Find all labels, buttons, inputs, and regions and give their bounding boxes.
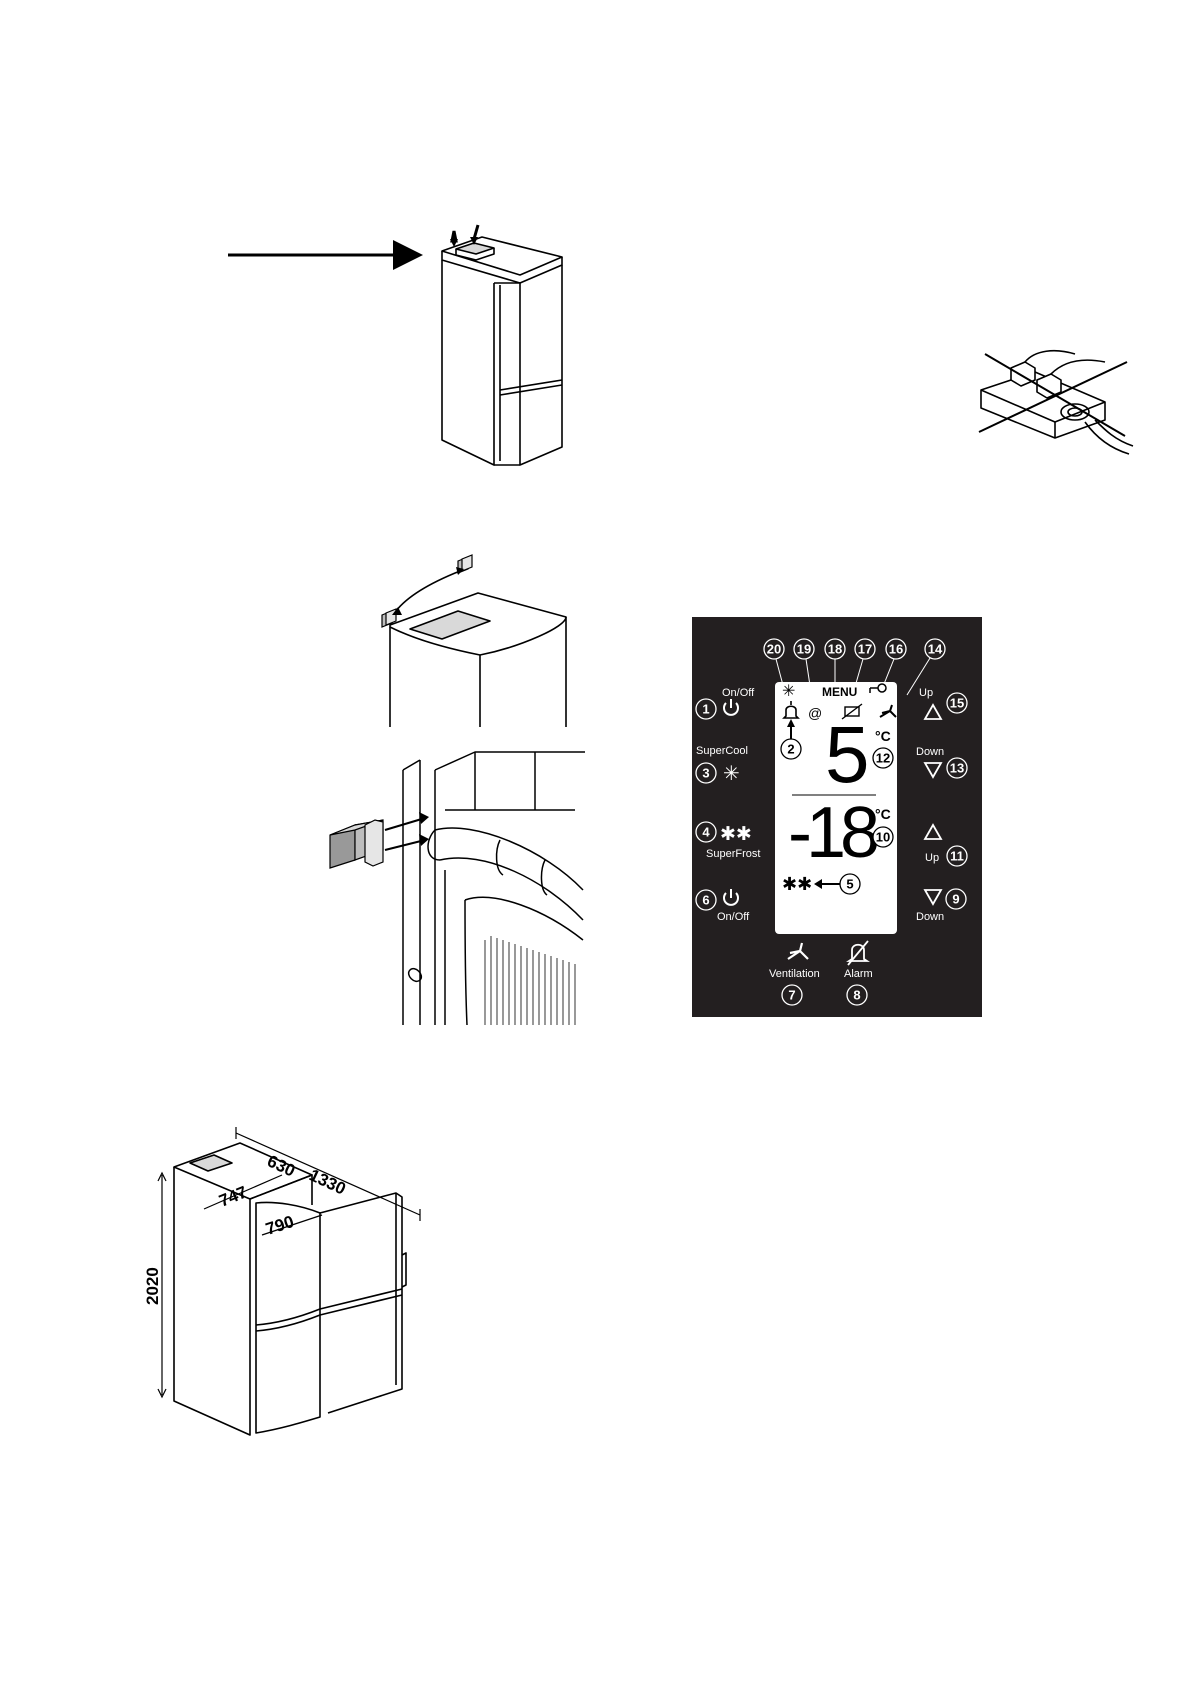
callout-10: 10: [876, 830, 890, 845]
callout-11: 11: [950, 849, 964, 864]
callout-7: 7: [788, 988, 795, 1003]
up-triangle-icon: [923, 703, 943, 720]
alarm-button[interactable]: Alarm 8: [844, 940, 873, 1006]
down-triangle-icon: [923, 889, 943, 906]
up-triangle-icon: [923, 823, 943, 840]
filter-icon: [841, 703, 863, 720]
dim-height: 2020: [143, 1267, 162, 1305]
down-triangle-icon: [923, 762, 943, 779]
callout-18: 18: [828, 642, 842, 657]
double-star-icon: ✱✱: [720, 824, 752, 845]
alarm-off-icon: [846, 940, 870, 966]
supercool-button[interactable]: 3 ✳: [695, 762, 740, 785]
callout-3: 3: [702, 766, 709, 781]
down-label-bottom: Down: [916, 911, 944, 923]
callout-2: 2: [787, 742, 794, 757]
superfrost-button[interactable]: 4 ✱✱: [695, 821, 752, 845]
fridge-unit: °C: [875, 728, 891, 744]
callout-4: 4: [702, 825, 710, 840]
lcd-fan-icon: [879, 704, 897, 718]
control-panel-figure: 20 19 18 17 16 14 ✳ MENU @ 2 5 °C 12 -18…: [692, 617, 982, 1017]
superfrost-label: SuperFrost: [706, 848, 760, 860]
down-button-bottom[interactable]: 9: [923, 888, 967, 910]
fridge-temp: 5: [825, 710, 870, 799]
key-icon: [869, 683, 887, 693]
up-button-bottom[interactable]: 11: [923, 823, 968, 867]
cabinet-insert-figure: [329, 751, 585, 1026]
hinge-clips-figure: [381, 554, 567, 727]
callout-20: 20: [767, 642, 781, 657]
lcd-superfrost-icon: ✱✱: [782, 874, 812, 894]
callout-1: 1: [702, 702, 709, 717]
callout-16: 16: [889, 642, 903, 657]
ventilation-button[interactable]: Ventilation 7: [769, 942, 820, 1006]
callout-13: 13: [950, 761, 964, 776]
supercool-label: SuperCool: [696, 745, 748, 757]
callout-15: 15: [950, 696, 964, 711]
down-label-top: Down: [916, 746, 944, 758]
freezer-unit: °C: [875, 806, 891, 822]
menu-label: MENU: [822, 685, 857, 699]
callout-14: 14: [928, 642, 943, 657]
up-label-top: Up: [919, 687, 933, 699]
dim-door-depth: 790: [263, 1212, 296, 1239]
power-icon: [723, 889, 739, 906]
dimensions-figure: 2020 630 1330 747 790: [143, 1127, 421, 1436]
ventilation-label: Ventilation: [769, 968, 820, 980]
snowflake-icon: ✳: [723, 763, 740, 785]
up-label-bottom: Up: [925, 852, 939, 864]
callout-12: 12: [876, 751, 890, 766]
callout-8: 8: [853, 988, 860, 1003]
on-off-button-top[interactable]: 1: [695, 698, 739, 720]
callout-19: 19: [797, 642, 811, 657]
at-icon: @: [808, 705, 822, 721]
lcd-snowflake-icon: ✳: [782, 683, 795, 700]
down-button-top[interactable]: 13: [923, 757, 968, 779]
power-strip-crossed-figure: [978, 349, 1134, 455]
on-off-label-top: On/Off: [722, 687, 755, 699]
on-off-button-bottom[interactable]: 6: [695, 889, 739, 911]
callout-9: 9: [952, 892, 959, 907]
press-arrow-right: [472, 224, 480, 240]
up-button-top[interactable]: 15: [923, 692, 968, 720]
lcd-display: [775, 682, 897, 934]
dim-depth: 630: [264, 1151, 298, 1180]
callout-5: 5: [846, 877, 853, 892]
fridge-top-view-figure: [228, 224, 563, 466]
bell-icon: [782, 701, 800, 719]
fan-icon: [787, 942, 809, 960]
callout-17: 17: [858, 642, 872, 657]
callout-6: 6: [702, 893, 709, 908]
alarm-label: Alarm: [844, 968, 873, 980]
on-off-label-bottom: On/Off: [717, 911, 750, 923]
freezer-temp: -18: [788, 793, 877, 873]
power-icon: [723, 699, 739, 716]
